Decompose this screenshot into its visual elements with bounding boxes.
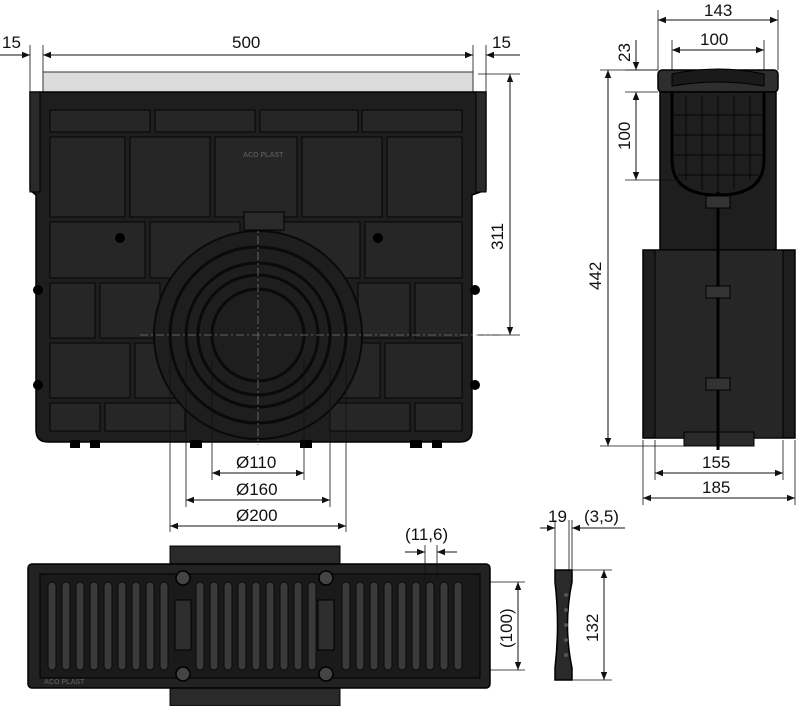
front-logo: ACO PLAST	[243, 152, 284, 159]
side-view: 143 100 23 100 442 155 185	[586, 1, 796, 505]
dim-right-flange: 15	[492, 33, 511, 52]
dim-grate-width: (100)	[497, 608, 516, 648]
top-logo: ACO PLAST	[44, 679, 85, 686]
top-flange-top	[169, 545, 341, 565]
right-flange	[475, 91, 487, 193]
dim-width: 500	[232, 33, 260, 52]
top-view: ACO PLAST (11,6) (100)	[27, 525, 525, 706]
dim-lip: (3,5)	[584, 507, 619, 526]
dim-outlet-height: 311	[488, 223, 507, 250]
front-view: ACO PLAST 15 500 15 311 Ø110 Ø160 Ø200	[0, 33, 520, 532]
dim-d160: Ø160	[236, 480, 278, 499]
grate-slots	[47, 581, 463, 671]
grate-section	[554, 569, 573, 681]
dim-total-height: 442	[586, 262, 605, 290]
dim-grate-height: 23	[615, 43, 634, 62]
dim-left-flange: 15	[2, 33, 21, 52]
dim-thickness: 19	[548, 507, 567, 526]
dim-height: 132	[583, 614, 602, 642]
dim-base-width: 185	[702, 478, 730, 497]
top-flange-bottom	[169, 687, 341, 706]
dim-body-width: 155	[702, 453, 730, 472]
dim-inner-width: 100	[700, 30, 728, 49]
screw-hole	[115, 233, 125, 243]
dim-slot: (11,6)	[405, 525, 448, 544]
grate-bolts	[175, 570, 334, 682]
section-view: 19 (3,5) 132	[540, 507, 625, 681]
front-grate-strip	[42, 71, 474, 93]
left-flange	[29, 91, 41, 193]
front-feet	[70, 440, 442, 448]
dim-top-width: 143	[704, 1, 732, 20]
screw-hole	[373, 233, 383, 243]
outlet-rings	[140, 211, 500, 445]
dim-d200: Ø200	[236, 506, 278, 525]
dim-basket-height: 100	[615, 122, 634, 150]
dim-d110: Ø110	[236, 453, 276, 472]
